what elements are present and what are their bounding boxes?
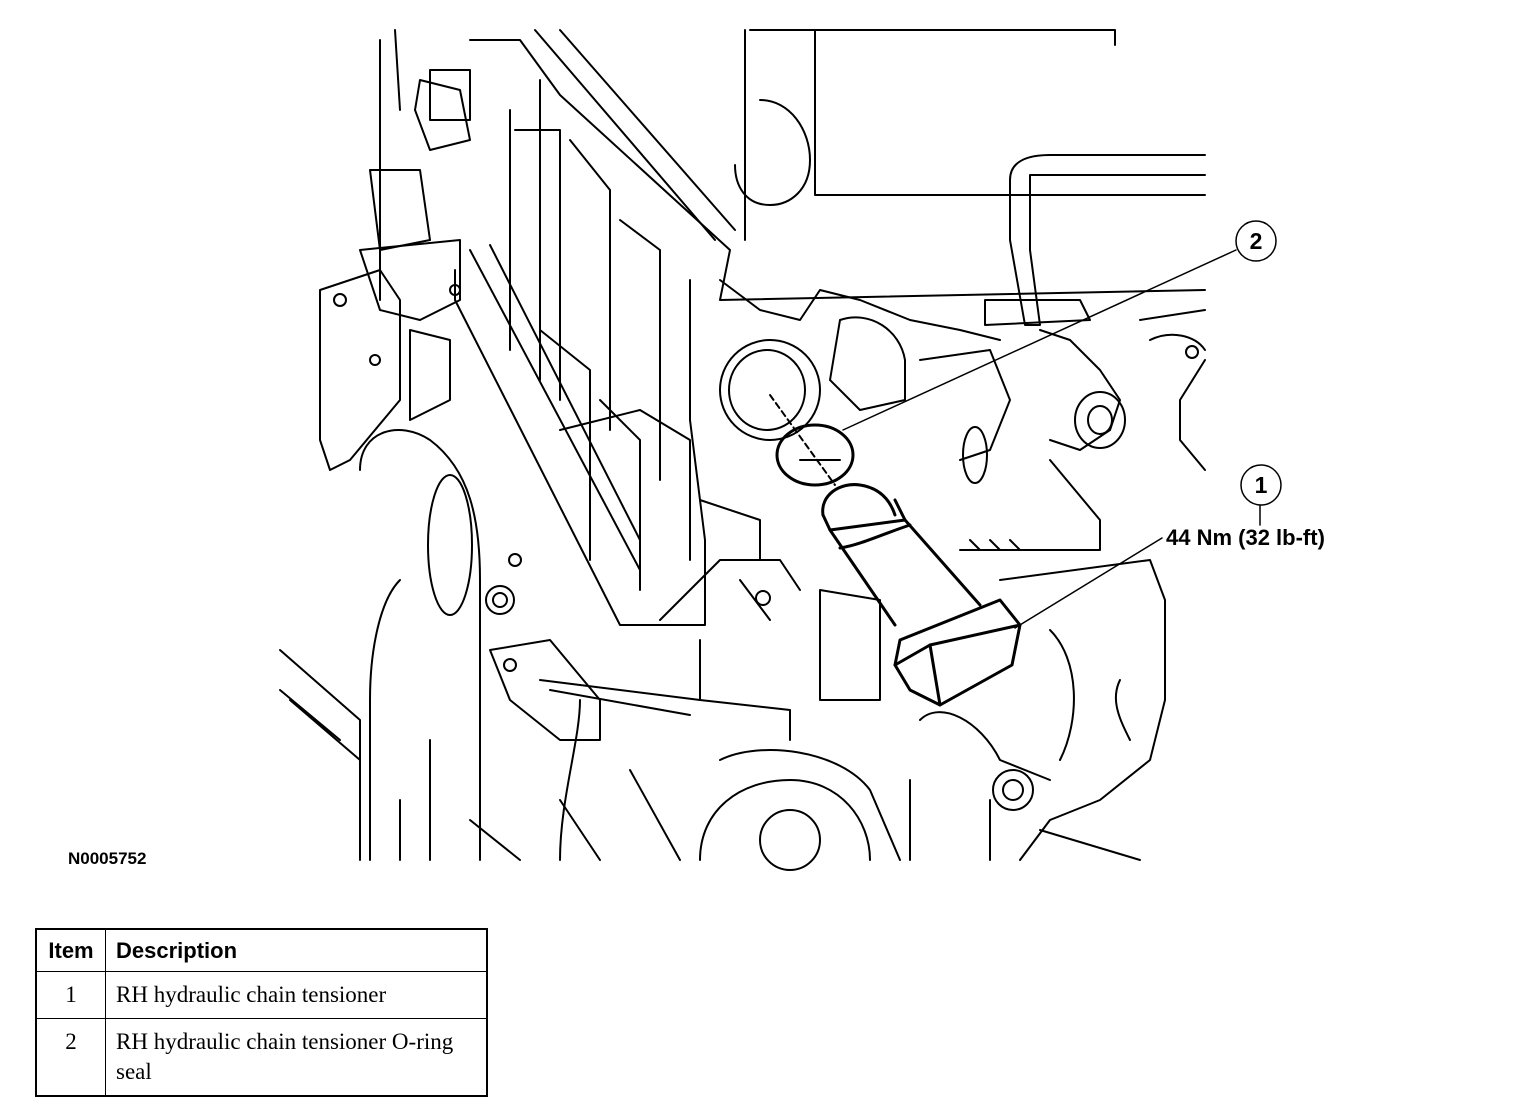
description-column-header: Description — [105, 928, 488, 972]
chain-tensioner — [821, 483, 1022, 707]
torque-spec-label: 44 Nm (32 lb-ft) — [1166, 525, 1325, 550]
legend-table: Item Description 1 RH hydraulic chain te… — [35, 928, 488, 1097]
callout-1: 1 — [1240, 464, 1282, 506]
table-row: 1 RH hydraulic chain tensioner — [35, 971, 488, 1019]
callout-1-leader — [1014, 537, 1163, 629]
table-row: 2 RH hydraulic chain tensioner O-ring se… — [35, 1018, 488, 1097]
callout-2-leader — [842, 249, 1237, 431]
engine-diagram: 2 1 — [279, 29, 1282, 871]
callout-2: 2 — [1235, 220, 1277, 262]
item-description: RH hydraulic chain tensioner O-ring seal — [105, 1018, 488, 1097]
o-ring-seal — [775, 423, 855, 487]
item-description: RH hydraulic chain tensioner — [105, 971, 488, 1019]
callout-2-number: 2 — [1250, 228, 1263, 254]
figure-id: N0005752 — [68, 849, 147, 868]
callout-1-number: 1 — [1255, 472, 1268, 498]
engine-line-art — [279, 29, 1261, 871]
item-number: 1 — [35, 971, 106, 1019]
item-number: 2 — [35, 1018, 106, 1097]
legend-header-row: Item Description — [35, 928, 488, 972]
item-column-header: Item — [35, 928, 106, 972]
